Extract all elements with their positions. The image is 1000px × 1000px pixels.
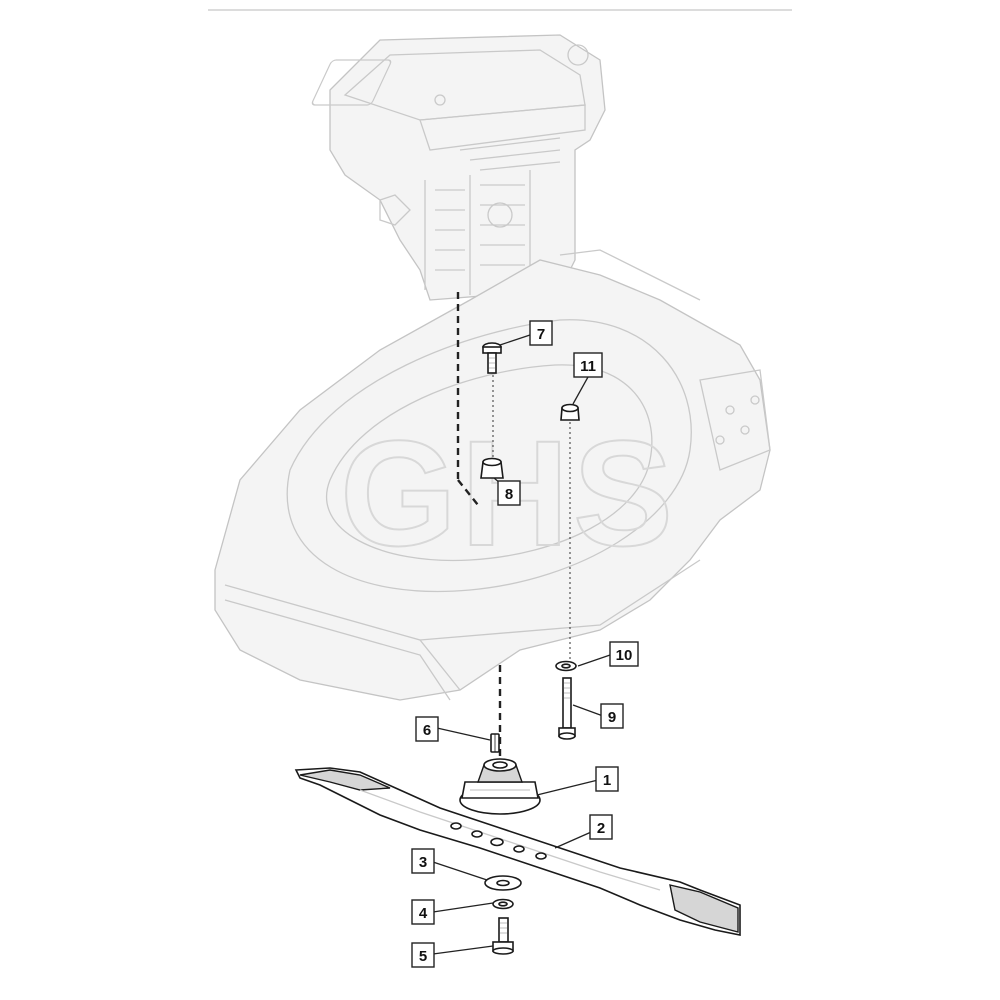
part-10-washer[interactable] [555,660,577,672]
svg-text:10: 10 [616,647,633,664]
part-5-blade-bolt[interactable] [492,917,514,955]
engine-illustration [311,34,606,301]
part-9-long-bolt[interactable] [558,677,576,740]
svg-text:8: 8 [505,486,513,503]
part-1-blade-adaptor[interactable] [459,758,541,815]
leader-5 [432,945,494,955]
part-7-bolt[interactable] [482,342,502,374]
mower-deck-illustration [214,249,771,701]
leader-11 [572,376,589,405]
svg-text:11: 11 [580,358,596,375]
svg-text:3: 3 [419,854,427,871]
leader-4 [432,902,494,913]
svg-text:4: 4 [419,905,428,922]
callout-5: 5 [411,942,435,968]
callout-2: 2 [589,814,613,840]
svg-text:7: 7 [537,326,545,343]
leader-6 [436,727,491,741]
svg-text:2: 2 [597,820,605,837]
part-6-key[interactable] [490,733,500,753]
callout-11: 11 [573,352,603,378]
engine-alignment-line-bend [457,479,479,506]
leader-9 [572,704,604,717]
callout-9: 9 [600,703,624,729]
leader-10 [577,653,614,667]
part-3-washer[interactable] [484,875,522,891]
part-8-nut[interactable] [480,457,504,479]
svg-text:1: 1 [603,772,611,789]
svg-text:5: 5 [419,948,427,965]
part-4-spring-washer[interactable] [492,898,514,910]
callout-3: 3 [411,848,435,874]
leader-3 [432,861,488,881]
callout-10: 10 [609,641,639,667]
leader-7 [499,334,531,346]
callout-1: 1 [595,766,619,792]
callout-4: 4 [411,899,435,925]
svg-text:6: 6 [423,722,431,739]
part-11-nut[interactable] [560,403,580,421]
svg-text:9: 9 [608,709,616,726]
callout-8: 8 [497,480,521,506]
callout-6: 6 [415,716,439,742]
callout-7: 7 [529,320,553,346]
leader-1 [536,779,599,796]
part-2-blade[interactable] [294,767,741,936]
